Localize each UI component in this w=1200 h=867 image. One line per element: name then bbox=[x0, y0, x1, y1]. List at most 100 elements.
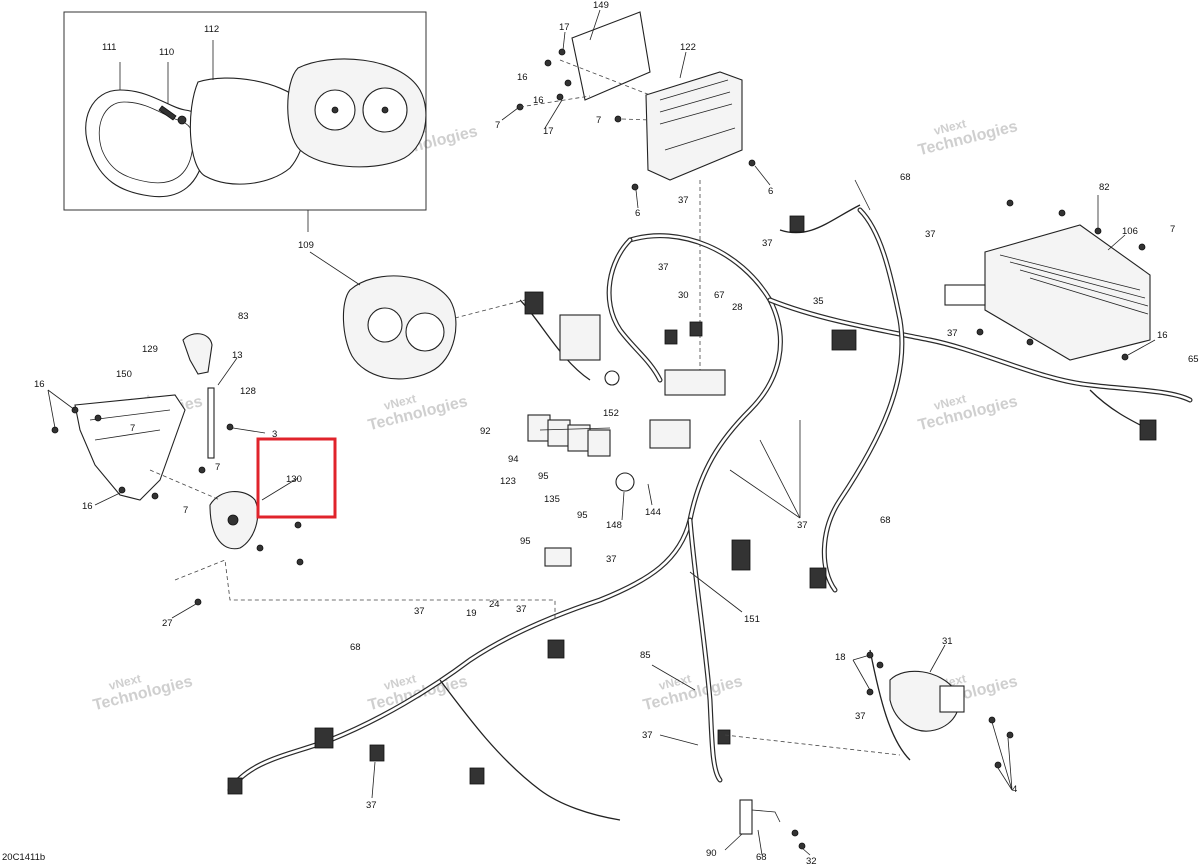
ecm-bracket bbox=[571, 11, 651, 101]
ecm-module bbox=[645, 71, 743, 181]
callout-83[interactable]: 83 bbox=[238, 311, 249, 322]
callout-68[interactable]: 68 bbox=[350, 642, 361, 653]
lens bbox=[189, 77, 307, 185]
fuse-box bbox=[559, 314, 601, 361]
callout-6[interactable]: 6 bbox=[635, 208, 640, 219]
lever-bracket-assembly bbox=[51, 333, 556, 620]
motor-assembly bbox=[724, 651, 1014, 769]
callout-16[interactable]: 16 bbox=[517, 72, 528, 83]
callout-95[interactable]: 95 bbox=[520, 536, 531, 547]
screw bbox=[158, 105, 177, 121]
leader-lines bbox=[47, 9, 1156, 856]
callout-labels: 149 17 16 122 16 7 17 7 6 6 111 110 112 … bbox=[34, 0, 1199, 867]
diagram-code: 20C1411b bbox=[2, 852, 45, 863]
callout-85[interactable]: 85 bbox=[640, 650, 651, 661]
cap-148 bbox=[615, 472, 635, 492]
sensor-152 bbox=[604, 370, 620, 386]
callout-109[interactable]: 109 bbox=[298, 240, 314, 251]
mounting-bracket bbox=[74, 394, 186, 501]
callout-32[interactable]: 32 bbox=[806, 856, 817, 867]
callout-112[interactable]: 112 bbox=[204, 24, 219, 35]
callout-122[interactable]: 122 bbox=[680, 42, 696, 53]
callout-130[interactable]: 130 bbox=[286, 474, 302, 485]
callout-4[interactable]: 4 bbox=[1012, 784, 1017, 795]
callout-37[interactable]: 37 bbox=[658, 262, 669, 273]
callout-16[interactable]: 16 bbox=[34, 379, 45, 390]
callout-95[interactable]: 95 bbox=[577, 510, 588, 521]
callout-82[interactable]: 82 bbox=[1099, 182, 1110, 193]
callout-24[interactable]: 24 bbox=[489, 599, 500, 610]
callout-28[interactable]: 28 bbox=[732, 302, 743, 313]
callout-37[interactable]: 37 bbox=[366, 800, 377, 811]
callout-35[interactable]: 35 bbox=[813, 296, 824, 307]
connector bbox=[524, 291, 544, 315]
callout-67[interactable]: 67 bbox=[714, 290, 725, 301]
callout-111[interactable]: 111 bbox=[102, 42, 116, 53]
callout-149[interactable]: 149 bbox=[593, 0, 609, 11]
callout-68[interactable]: 68 bbox=[756, 852, 767, 863]
callout-150[interactable]: 150 bbox=[116, 369, 132, 380]
relays-switches bbox=[527, 370, 691, 567]
callout-13[interactable]: 13 bbox=[232, 350, 243, 361]
callout-37[interactable]: 37 bbox=[855, 711, 866, 722]
voltage-regulator bbox=[944, 199, 1151, 361]
callout-17[interactable]: 17 bbox=[543, 126, 554, 137]
callout-19[interactable]: 19 bbox=[466, 608, 477, 619]
knob-83 bbox=[182, 333, 213, 375]
callout-6[interactable]: 6 bbox=[768, 186, 773, 197]
callout-7[interactable]: 7 bbox=[183, 505, 188, 516]
cluster-body bbox=[287, 58, 427, 168]
callout-106[interactable]: 106 bbox=[1122, 226, 1138, 237]
callout-65[interactable]: 65 bbox=[1188, 354, 1199, 365]
callout-17[interactable]: 17 bbox=[559, 22, 570, 33]
callout-7[interactable]: 7 bbox=[596, 115, 601, 126]
callout-128[interactable]: 128 bbox=[240, 386, 256, 397]
ecm-assembly bbox=[516, 11, 756, 380]
callout-37[interactable]: 37 bbox=[642, 730, 653, 741]
highlight-box bbox=[256, 437, 337, 519]
callout-151[interactable]: 151 bbox=[744, 614, 760, 625]
callout-37[interactable]: 37 bbox=[762, 238, 773, 249]
callout-18[interactable]: 18 bbox=[835, 652, 846, 663]
callout-37[interactable]: 37 bbox=[797, 520, 808, 531]
callout-110[interactable]: 110 bbox=[159, 47, 174, 58]
callout-16[interactable]: 16 bbox=[82, 501, 93, 512]
fuse-holder bbox=[739, 799, 806, 850]
callout-94[interactable]: 94 bbox=[508, 454, 519, 465]
wiring-harness bbox=[227, 204, 1193, 821]
callout-95[interactable]: 95 bbox=[538, 471, 549, 482]
callout-3[interactable]: 3 bbox=[272, 429, 277, 440]
callout-16[interactable]: 16 bbox=[1157, 330, 1168, 341]
callout-129[interactable]: 129 bbox=[142, 344, 158, 355]
callout-7[interactable]: 7 bbox=[1170, 224, 1175, 235]
callout-135[interactable]: 135 bbox=[544, 494, 560, 505]
callout-68[interactable]: 68 bbox=[900, 172, 911, 183]
callout-27[interactable]: 27 bbox=[162, 618, 173, 629]
gauge-cluster-kit bbox=[63, 11, 427, 232]
callout-123[interactable]: 123 bbox=[500, 476, 516, 487]
watermarks: vNext Technologies vNext Technologies vN… bbox=[91, 116, 1019, 714]
callout-31[interactable]: 31 bbox=[942, 636, 953, 647]
callout-148[interactable]: 148 bbox=[606, 520, 622, 531]
callout-37[interactable]: 37 bbox=[925, 229, 936, 240]
callout-37[interactable]: 37 bbox=[606, 554, 617, 565]
lever-128 bbox=[207, 387, 215, 459]
callout-7[interactable]: 7 bbox=[130, 423, 135, 434]
callout-90[interactable]: 90 bbox=[706, 848, 717, 859]
callout-92[interactable]: 92 bbox=[480, 426, 491, 437]
callout-16[interactable]: 16 bbox=[533, 95, 544, 106]
callout-68[interactable]: 68 bbox=[880, 515, 891, 526]
callout-37[interactable]: 37 bbox=[414, 606, 425, 617]
callout-152[interactable]: 152 bbox=[603, 408, 619, 419]
callout-7[interactable]: 7 bbox=[215, 462, 220, 473]
callout-144[interactable]: 144 bbox=[645, 507, 661, 518]
callout-37[interactable]: 37 bbox=[947, 328, 958, 339]
switch-95 bbox=[544, 547, 572, 567]
callout-30[interactable]: 30 bbox=[678, 290, 689, 301]
callout-37[interactable]: 37 bbox=[678, 195, 689, 206]
gauge-cluster-assembled bbox=[309, 251, 526, 380]
callout-7[interactable]: 7 bbox=[495, 120, 500, 131]
callout-37[interactable]: 37 bbox=[516, 604, 527, 615]
